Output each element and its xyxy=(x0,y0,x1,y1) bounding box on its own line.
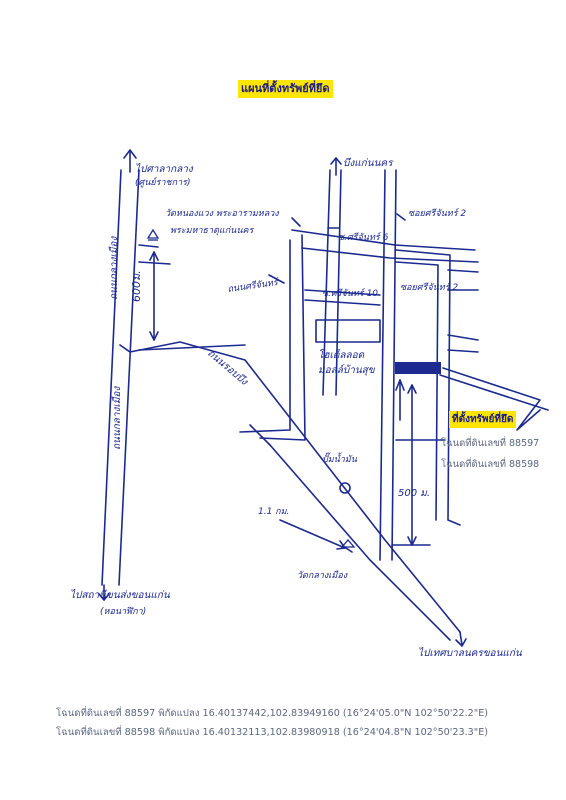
hotel-block xyxy=(315,319,381,343)
label-klang-mueang-bottom: ถนนกลางเมือง xyxy=(111,386,123,450)
road-rop-bueng-top xyxy=(129,341,461,633)
label-to-bus-terminal-sub: (หอนาฬิกา) xyxy=(100,606,146,617)
label-to-sala-klang: ไปศาลากลาง xyxy=(135,163,194,175)
label-rop-bueng: ถนนรอบบึง xyxy=(205,347,251,388)
label-soi-srichan-10: ซ.ศรีจันทร์ 10 xyxy=(322,288,378,299)
label-bueng-kaen-nakhon: บึงแก่นนคร xyxy=(343,157,394,169)
label-gas-station: ปั๊มน้ำมัน xyxy=(322,452,358,465)
temple-icon xyxy=(146,228,160,241)
road-branch-wat xyxy=(138,244,159,248)
legend-title: ที่ตั้งทรัพย์ที่ยึด xyxy=(449,411,517,428)
road-soi-srichan-10 xyxy=(304,289,381,296)
coordinate-line-2: โฉนดที่ดินเลขที่ 88598 พิกัดแปลง 16.4013… xyxy=(56,727,488,738)
page-title: แผนที่ตั้งทรัพย์ที่ยึด xyxy=(238,80,333,98)
label-soi-srichan-6: ซ.ศรีจันทร์ 6 xyxy=(338,232,389,243)
dim-1-1km xyxy=(279,519,346,549)
road-srichan-vertical xyxy=(379,169,386,561)
label-to-bus-terminal: ไปสถานีขนส่งขอนแก่น xyxy=(70,589,171,601)
label-phra-mahathat: พระมหาธาตุแก่นนคร xyxy=(170,226,254,236)
label-wat-nong-waeng: วัดหนองแวง พระอารามหลวง xyxy=(165,208,279,219)
label-hotel: โฮเต็ลลอด xyxy=(318,348,365,361)
label-soi-srichan-2b: ซอยศรีจันทร์ 2 xyxy=(400,282,458,293)
label-mall: มอลล์บ้านสุข xyxy=(318,364,376,376)
label-600m: 600ม. xyxy=(130,270,143,302)
label-klang-mueang-top: ถนนกลางเมือง xyxy=(108,236,120,300)
label-wat-klang: วัดกลางเมือง xyxy=(297,570,348,581)
property-marker xyxy=(395,362,441,374)
road-rop-bueng-bottom xyxy=(119,344,131,353)
coordinate-line-1: โฉนดที่ดินเลขที่ 88597 พิกัดแปลง 16.4013… xyxy=(56,708,488,719)
road-klang-mueang-right xyxy=(118,169,140,586)
label-500m: 500 ม. xyxy=(398,488,430,499)
road-to-bueng xyxy=(322,169,331,396)
legend-deed-2: โฉนดที่ดินเลขที่ 88598 xyxy=(441,459,540,470)
label-to-sala-klang-sub: (ศูนย์ราชการ) xyxy=(135,177,191,188)
gas-station-icon xyxy=(339,482,351,494)
legend-deed-1: โฉนดที่ดินเลขที่ 88597 xyxy=(441,438,540,449)
label-1-1km: 1.1 กม. xyxy=(258,507,289,517)
label-soi-srichan-2: ซอยศรีจันทร์ 2 xyxy=(408,208,466,219)
road-klang-mueang-left xyxy=(101,169,122,586)
label-rd-srichan: ถนนศรีจันทร์ xyxy=(227,277,281,295)
label-to-city-hall: ไปเทศบาลนครขอนแก่น xyxy=(418,647,523,659)
